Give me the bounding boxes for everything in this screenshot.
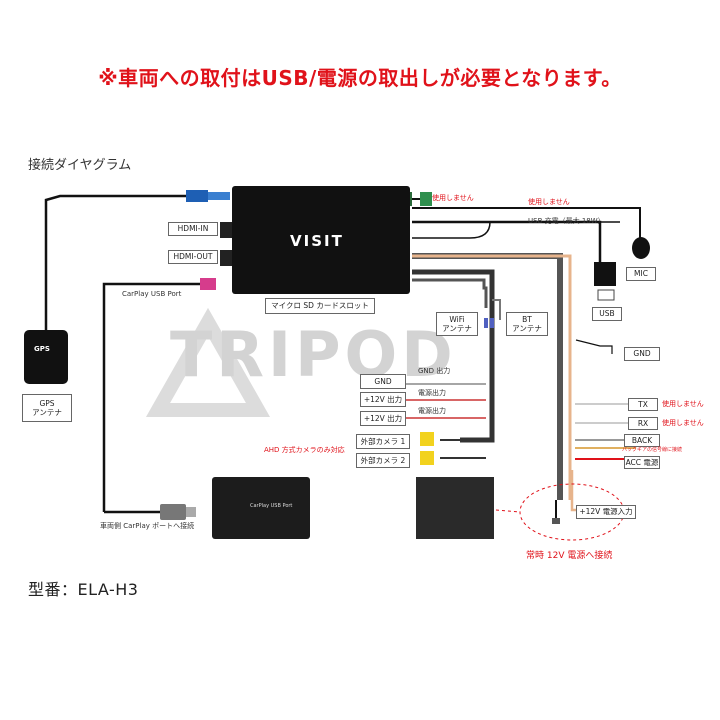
hdmi-out-label: HDMI-OUT xyxy=(168,250,218,264)
car-interior-photo xyxy=(416,477,494,539)
plus12v-output-label-2: 電源出力 xyxy=(418,407,446,415)
gps-module-text: GPS xyxy=(34,345,50,353)
model-number: 型番：ELA-H3 xyxy=(28,580,139,599)
ahd-note: AHD 方式カメラのみ対応 xyxy=(264,446,345,454)
gps-label-line2: アンテナ xyxy=(32,408,62,417)
photo-header: CarPlay USB Port xyxy=(250,503,293,509)
plus12v-output-label-1: 電源出力 xyxy=(418,389,446,397)
carplay-usb-port-label: CarPlay USB Port xyxy=(122,290,182,298)
wifi-line1: WiFi xyxy=(449,314,465,324)
hdmi-in-label: HDMI-IN xyxy=(168,222,218,236)
mic-label: MIC xyxy=(626,267,656,281)
cam2-rca xyxy=(420,451,434,465)
gnd-right-label: GND xyxy=(624,347,660,361)
ext-camera-1-label: 外部カメラ 1 xyxy=(356,434,410,449)
plus12v-output-box-2: +12V 出力 xyxy=(360,411,406,426)
gnd-output-label: GND 出力 xyxy=(418,367,451,375)
hdmi-out-socket xyxy=(220,250,232,266)
watermark-text: TRIPOD xyxy=(170,318,457,391)
unused-connector-plug xyxy=(420,192,432,206)
gps-cable xyxy=(44,194,186,330)
gps-label-line1: GPS xyxy=(39,398,55,408)
bt-line2: アンテナ xyxy=(512,324,542,333)
plus12v-input-label: +12V 電源入力 xyxy=(576,505,636,519)
gps-module xyxy=(24,330,68,384)
constant-12v-label: 常時 12V 電源へ接続 xyxy=(526,551,613,561)
carplay-usb-cable xyxy=(102,282,200,512)
usb-port-plug xyxy=(594,262,616,286)
wifi-line2: アンテナ xyxy=(442,324,472,333)
notice-text: ※車両への取付はUSB/電源の取出しが必要となります。 xyxy=(98,66,622,90)
visit-unit xyxy=(232,186,410,294)
cam1-rca xyxy=(420,432,434,446)
unit-brand: VISIT xyxy=(290,232,344,250)
gps-connector-tail xyxy=(208,192,230,200)
back-label: BACK xyxy=(624,434,660,447)
rx-label: RX xyxy=(628,417,658,430)
diagram-heading: 接続ダイヤグラム xyxy=(28,158,132,173)
watermark-triangle xyxy=(145,307,271,417)
bt-line1: BT xyxy=(522,314,532,324)
acc-label: ACC 電源 xyxy=(624,456,660,469)
carplay-connect-label: 車両側 CarPlay ポートへ接続 xyxy=(100,522,195,530)
plus12v-output-box-1: +12V 出力 xyxy=(360,392,406,407)
gps-connector xyxy=(186,190,208,202)
unused-label-1: 使用しません xyxy=(432,194,474,202)
usb-a-plug xyxy=(160,504,186,520)
unused-label-2: 使用しません xyxy=(528,198,570,206)
ext-camera-2-label: 外部カメラ 2 xyxy=(356,453,410,468)
sd-slot-label: マイクロ SD カードスロット xyxy=(265,298,375,314)
mic-head xyxy=(632,237,650,259)
gps-antenna-label: GPS アンテナ xyxy=(22,394,72,422)
usb-label: USB xyxy=(592,307,622,321)
tx-label: TX xyxy=(628,398,658,411)
carplay-usb-connector xyxy=(200,278,216,290)
usb-power-label: USB 充電（最大 18W） xyxy=(528,217,605,225)
mic-cable xyxy=(412,207,641,240)
hdmi-in-socket xyxy=(220,222,232,238)
bt-antenna-label: BT アンテナ xyxy=(506,312,548,336)
wifi-antenna-label: WiFi アンテナ xyxy=(436,312,478,336)
rx-unused-label: 使用しません xyxy=(662,419,704,427)
dashboard-photo xyxy=(212,477,310,539)
tx-unused-label: 使用しません xyxy=(662,400,704,408)
back-note: バックギアの信号線に接続 xyxy=(622,447,683,453)
gnd-output-box: GND xyxy=(360,374,406,389)
